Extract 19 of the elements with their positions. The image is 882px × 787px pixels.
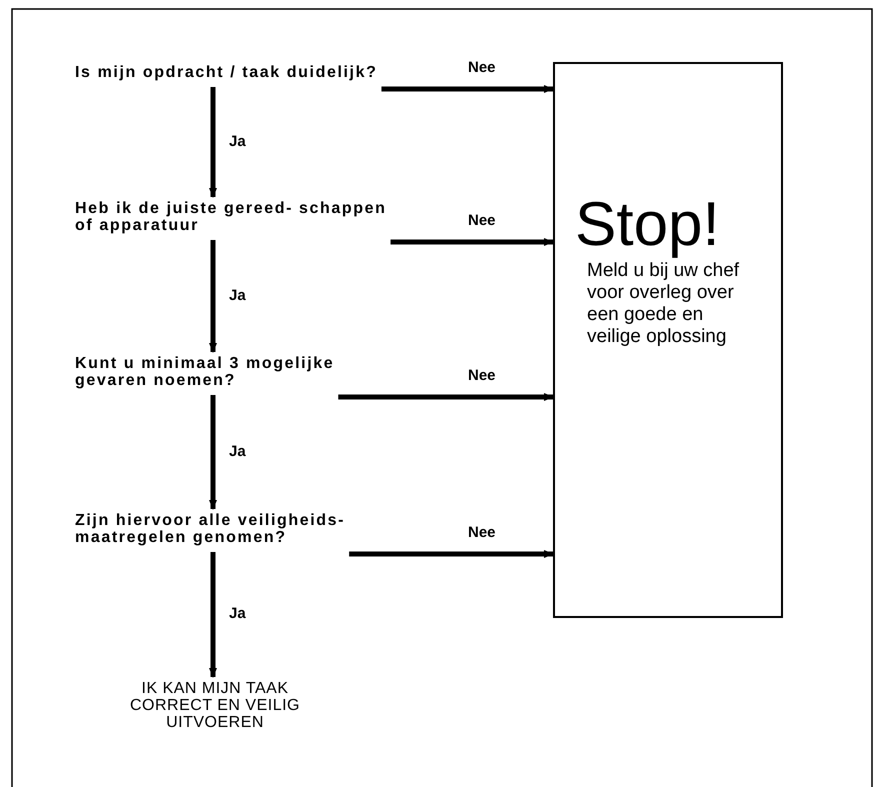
question-text: Is mijn opdracht / taak duidelijk? — [75, 64, 378, 81]
edge-label: Ja — [229, 442, 246, 460]
instruction-text: Meld u bij uw chef voor overleg over een goede en veilige oplossing — [587, 260, 740, 348]
arrow — [209, 240, 217, 353]
arrow — [390, 238, 554, 246]
edge-label: Ja — [229, 132, 246, 150]
arrow — [349, 550, 554, 558]
arrow — [209, 87, 217, 198]
arrow — [209, 395, 217, 510]
stop-box — [553, 62, 783, 618]
arrow — [209, 552, 217, 678]
stop-heading: Stop! — [575, 190, 721, 260]
arrow — [338, 393, 554, 401]
question-text: Heb ik de juiste gereed- schappen of apparatuur — [75, 200, 388, 234]
question-text: Kunt u minimaal 3 mogelijke gevaren noemen? — [75, 355, 336, 389]
conclusion-text: IK KAN MIJN TAAK CORRECT EN VEILIG UITVOEREN — [128, 680, 301, 731]
arrow — [381, 85, 554, 93]
edge-label: Ja — [229, 286, 246, 304]
question-text: Zijn hiervoor alle veiligheids- maatregelen genomen? — [75, 512, 346, 546]
